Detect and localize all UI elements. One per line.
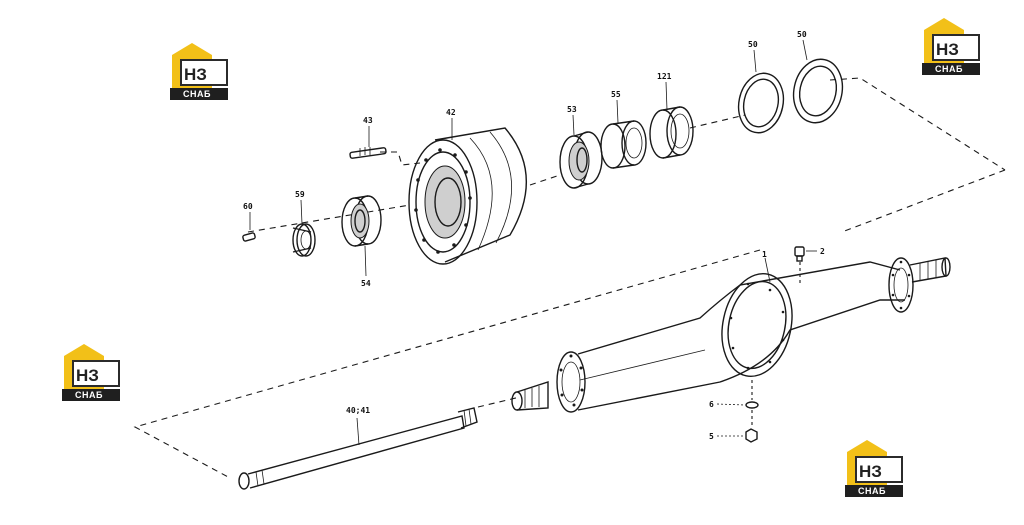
label-42: 42 xyxy=(446,108,456,117)
label-1: 1 xyxy=(762,250,767,259)
label-5: 5 xyxy=(709,432,714,441)
logo-caption: СНАБ xyxy=(858,486,886,496)
label-59: 59 xyxy=(295,190,305,199)
label-40-41: 40;41 xyxy=(346,406,370,415)
part-43-stud xyxy=(349,126,387,159)
label-6: 6 xyxy=(709,400,714,409)
label-60: 60 xyxy=(243,202,253,211)
logo-top-left: НЗ СНАБ xyxy=(170,43,228,100)
logo-top-right: НЗ СНАБ xyxy=(922,18,980,75)
part-55-race xyxy=(600,99,647,169)
callout-labels: 60 59 54 43 42 53 55 121 50 50 1 2 6 5 4… xyxy=(243,30,825,441)
part-6-washer xyxy=(716,380,759,409)
logo-bottom-right: НЗ СНАБ xyxy=(845,440,903,497)
label-54: 54 xyxy=(361,279,371,288)
part-50-seal-ring-a xyxy=(737,49,785,134)
logo-caption: СНАБ xyxy=(935,64,963,74)
part-1-axle-housing xyxy=(511,257,951,413)
part-5-drain-plug xyxy=(717,410,758,443)
part-40-41-axle-shaft xyxy=(238,407,478,490)
part-53-bearing xyxy=(559,114,603,189)
part-121-ring xyxy=(649,81,694,159)
label-50-right: 50 xyxy=(797,30,807,39)
part-42-wheel-hub xyxy=(408,118,527,265)
assembly-lines xyxy=(133,77,1006,479)
logo-caption: СНАБ xyxy=(75,390,103,400)
part-2-breather xyxy=(794,246,817,285)
part-54-bearing xyxy=(341,195,382,277)
label-53: 53 xyxy=(567,105,577,114)
logo-mark: НЗ xyxy=(859,462,882,481)
part-50-seal-ring-b xyxy=(792,39,844,124)
logo-caption: СНАБ xyxy=(183,89,211,99)
logo-mark: НЗ xyxy=(76,366,99,385)
logo-mark: НЗ xyxy=(936,40,959,59)
label-43: 43 xyxy=(363,116,373,125)
label-55: 55 xyxy=(611,90,621,99)
label-121: 121 xyxy=(657,72,672,81)
part-60-screw xyxy=(242,212,256,242)
part-59-lock-nut xyxy=(292,199,316,257)
label-2: 2 xyxy=(820,247,825,256)
logo-mark: НЗ xyxy=(184,65,207,84)
label-50-left: 50 xyxy=(748,40,758,49)
logo-middle-left: НЗ СНАБ xyxy=(62,344,120,401)
